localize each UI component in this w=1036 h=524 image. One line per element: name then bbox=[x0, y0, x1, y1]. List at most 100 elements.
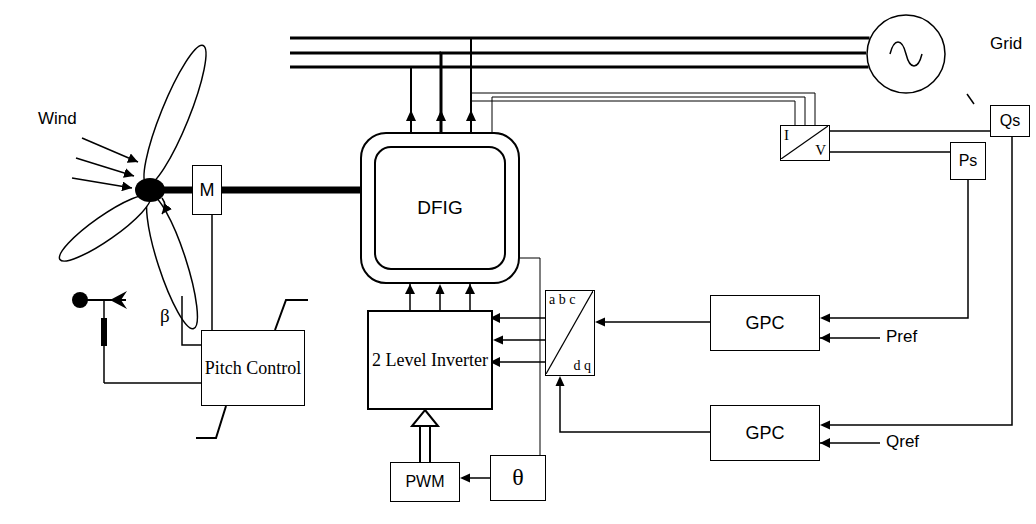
node-text: GPC bbox=[745, 313, 784, 334]
measurement-line bbox=[471, 101, 795, 125]
connector-line bbox=[211, 215, 213, 330]
pitch-angle-label: β bbox=[160, 306, 170, 327]
connector bbox=[492, 97, 805, 132]
connector-line bbox=[222, 187, 360, 194]
connector bbox=[830, 152, 950, 153]
arrow-head bbox=[556, 376, 565, 386]
node-text: Pitch Control bbox=[205, 358, 302, 379]
reference-label: Qref bbox=[886, 433, 919, 452]
connector-line bbox=[492, 97, 805, 132]
controller-box: GPC bbox=[710, 295, 820, 351]
pwm-box: PWM bbox=[390, 462, 460, 502]
reference-arrow bbox=[820, 337, 880, 339]
arrow-head bbox=[493, 336, 503, 345]
grid-symbol bbox=[866, 14, 946, 94]
node-text: 2 Level Inverter bbox=[372, 350, 488, 371]
anemometer bbox=[101, 318, 107, 346]
connector bbox=[595, 318, 710, 327]
node-text: DFIG bbox=[417, 197, 462, 219]
connector bbox=[460, 474, 490, 483]
power-calc-box: Ps bbox=[950, 142, 986, 180]
ac-wave bbox=[890, 42, 922, 66]
bus-line bbox=[290, 37, 870, 40]
angle-box: θ bbox=[490, 455, 546, 501]
connector bbox=[441, 53, 866, 132]
bus-line bbox=[290, 52, 441, 55]
diagonal-line bbox=[546, 291, 593, 374]
generator-box: DFIG bbox=[360, 132, 520, 284]
controller-box: GPC bbox=[710, 405, 820, 461]
anemometer bbox=[110, 291, 127, 309]
connector-line bbox=[560, 382, 710, 432]
connector-line bbox=[441, 53, 866, 132]
wind-arrow bbox=[76, 158, 134, 176]
wind-speed-line bbox=[104, 382, 205, 384]
bus-line bbox=[290, 66, 869, 69]
connector bbox=[820, 180, 968, 323]
measurement-line bbox=[471, 93, 815, 125]
arrow-head bbox=[820, 314, 830, 323]
wind-arrow bbox=[82, 138, 138, 162]
wind-label: Wind bbox=[38, 110, 77, 129]
rotor-frame bbox=[375, 147, 505, 269]
connector-line bbox=[826, 180, 968, 318]
connector bbox=[556, 376, 711, 432]
wind-arrow bbox=[72, 178, 132, 188]
pitch-stub bbox=[196, 406, 226, 438]
measurement-box: IV bbox=[780, 125, 830, 161]
gearbox-box: M bbox=[192, 165, 222, 215]
node-text: PWM bbox=[405, 473, 444, 491]
arrow-head bbox=[412, 410, 438, 426]
node-text: d q bbox=[574, 359, 592, 373]
control-box: Pitch Control bbox=[201, 330, 305, 406]
pitch-stub bbox=[275, 300, 308, 330]
node-text: θ bbox=[512, 464, 524, 492]
node-text: Qs bbox=[1000, 112, 1020, 130]
arrow-head bbox=[595, 318, 605, 327]
arrow-head bbox=[460, 474, 470, 483]
signal-arrow bbox=[421, 425, 429, 462]
turbine-hub bbox=[135, 178, 165, 202]
node-text: M bbox=[200, 180, 215, 201]
node-text: GPC bbox=[745, 423, 784, 444]
diagonal-line bbox=[781, 126, 828, 159]
grid-circle bbox=[867, 15, 945, 93]
inverter-box: 2 Level Inverter bbox=[367, 310, 493, 410]
transform-box: a b c d q bbox=[545, 290, 595, 376]
connector-line bbox=[830, 130, 990, 132]
tick-mark bbox=[967, 94, 974, 104]
signal-arrow bbox=[419, 425, 431, 462]
phase-line bbox=[490, 317, 545, 319]
grid-source: Grid bbox=[866, 14, 946, 94]
connector-line bbox=[826, 137, 1012, 425]
stator-line bbox=[410, 67, 412, 132]
connector-line bbox=[830, 151, 950, 153]
node-text: Grid bbox=[990, 34, 1022, 54]
connector-line bbox=[601, 321, 710, 323]
connector bbox=[212, 215, 213, 330]
rotor-line bbox=[469, 284, 471, 310]
connector bbox=[820, 137, 1012, 430]
node-text: I bbox=[784, 128, 789, 143]
node-text: a b c bbox=[549, 293, 575, 307]
connector bbox=[436, 284, 445, 310]
connector bbox=[222, 190, 360, 191]
arrow-head bbox=[466, 110, 476, 121]
arrow-head bbox=[406, 110, 416, 121]
rotation-arrow bbox=[162, 198, 165, 214]
reference-label: Pref bbox=[886, 328, 917, 347]
anemometer bbox=[72, 292, 88, 308]
node-text: Ps bbox=[959, 152, 978, 170]
node-text: V bbox=[815, 143, 826, 158]
rotor-line bbox=[409, 284, 411, 310]
reference-arrow bbox=[820, 442, 880, 444]
connector-line bbox=[520, 258, 540, 455]
connector bbox=[412, 410, 438, 462]
connector bbox=[493, 336, 545, 345]
arrow-head bbox=[436, 284, 445, 294]
power-calc-box: Qs bbox=[990, 105, 1030, 137]
arrow-head bbox=[820, 421, 830, 430]
connector bbox=[520, 258, 540, 455]
connector-line bbox=[499, 339, 545, 341]
